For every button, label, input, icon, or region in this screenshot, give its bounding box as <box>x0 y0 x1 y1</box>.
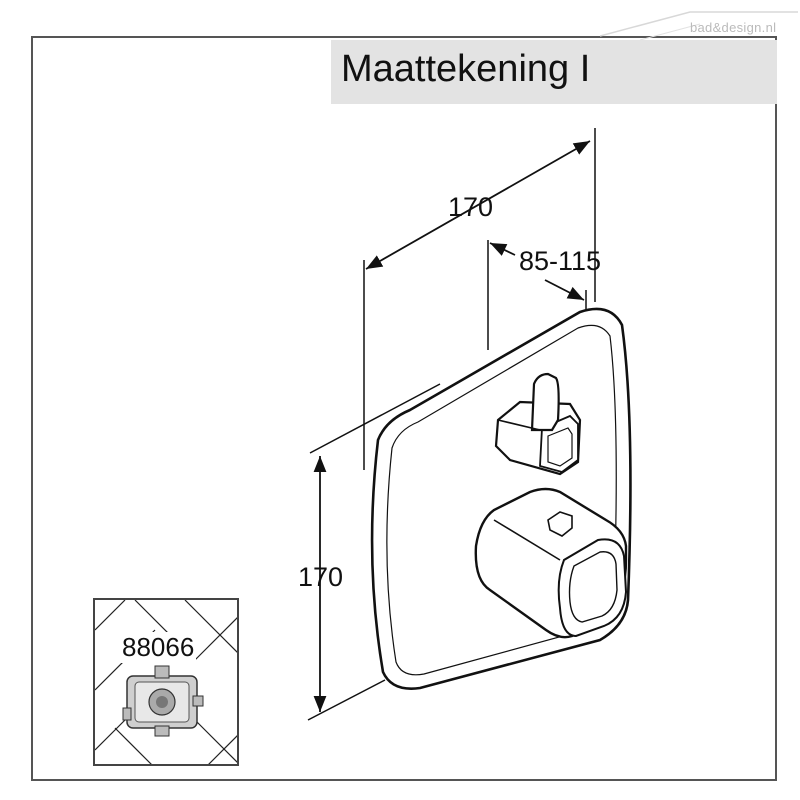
height-dimension <box>307 383 441 721</box>
width-dimension <box>363 128 596 470</box>
drawing-frame <box>31 36 777 781</box>
installation-box-icon <box>122 665 204 737</box>
diverter-lever <box>494 372 582 476</box>
title-banner <box>331 40 777 104</box>
height-dimension-label: 170 <box>298 562 344 592</box>
width-dimension-label: 170 <box>448 192 494 222</box>
depth-dimension-label: 85-115 <box>519 246 602 276</box>
cover-plate <box>370 307 632 690</box>
page-title: Maattekening I <box>341 48 591 90</box>
inset-wall-hatch <box>95 600 237 764</box>
article-number: 88066 <box>120 632 197 663</box>
thermostat-knob <box>474 487 628 639</box>
installation-box-inset <box>93 598 239 766</box>
watermark-text: bad&design.nl <box>690 20 777 35</box>
watermark-logo <box>600 11 798 41</box>
